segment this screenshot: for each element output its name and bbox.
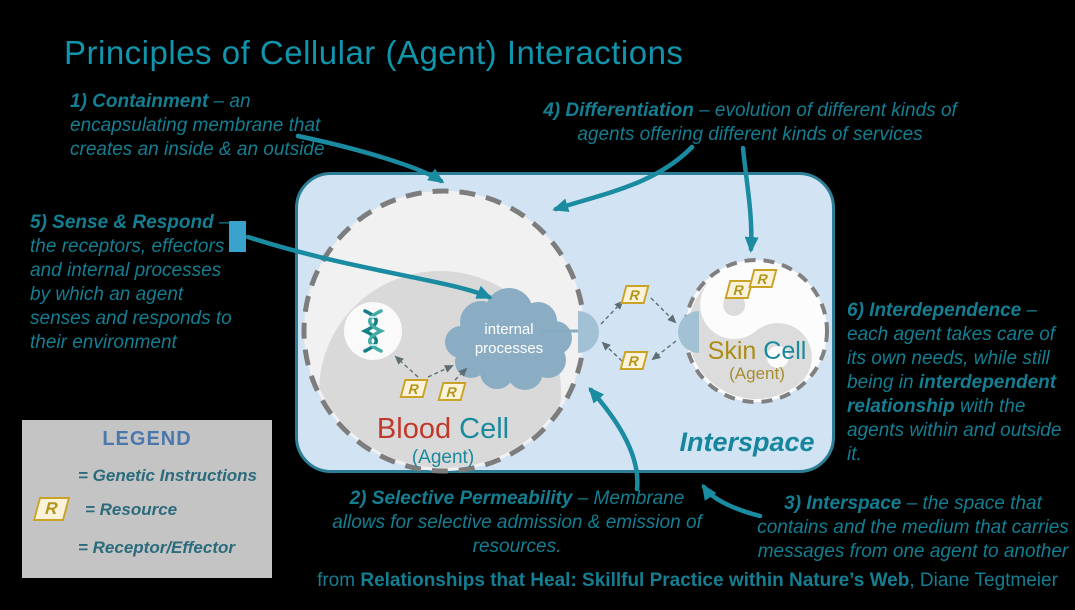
- annotation-interdependence-text1: – each agent takes care of its own needs…: [847, 300, 1056, 393]
- message-connectors: [394, 297, 677, 381]
- resource-badge: R: [619, 351, 649, 370]
- skin-cell-word: Cell: [756, 337, 807, 365]
- blood-word: Blood: [376, 413, 452, 445]
- interspace-label: Interspace: [679, 427, 815, 457]
- annotation-interdependence-lead: 6) Interdependence: [847, 300, 1022, 321]
- skin-cell-label: Skin Cell: [686, 337, 828, 366]
- skin-word: Skin: [707, 337, 757, 365]
- legend-title: LEGEND: [102, 428, 192, 450]
- annotation-interdependence-bold2: interdependent relationship: [847, 371, 1057, 417]
- sense-respond-marker-icon: [229, 221, 246, 252]
- internal-processes-label: internal processes: [459, 321, 559, 359]
- skin-cell: [683, 258, 829, 404]
- skin-membrane: [683, 258, 829, 404]
- skin-agent-label: (Agent): [729, 364, 785, 383]
- resource-badge: R: [437, 382, 467, 401]
- containment-arrow: [295, 133, 445, 184]
- annotation-selective-permeability: 2) Selective Permeability – Membrane all…: [327, 487, 707, 559]
- annotation-interdependence: 6) Interdependence – each agent takes ca…: [847, 299, 1073, 467]
- annotation-differentiation-lead: 4) Differentiation: [543, 100, 694, 121]
- legend-receptor-label: = Receptor/Effector: [78, 538, 235, 557]
- annotation-sense-respond-lead: 5) Sense & Respond: [30, 212, 214, 233]
- annotation-sense-respond: 5) Sense & Respond – the receptors, effe…: [30, 211, 245, 355]
- cloud-line2: processes: [474, 339, 544, 357]
- resource-badge: R: [620, 285, 650, 304]
- blood-receptor-icon: [578, 311, 599, 353]
- legend-resource-label: = Resource: [85, 500, 178, 519]
- attribution: from Relationships that Heal: Skillful P…: [300, 570, 1075, 592]
- annotation-containment-lead: 1) Containment: [70, 91, 209, 112]
- annotation-differentiation-text: – evolution of different kinds of agents…: [577, 100, 957, 145]
- sense-respond-arrow: [245, 234, 493, 300]
- annotation-containment: 1) Containment – an encapsulating membra…: [70, 90, 332, 162]
- annotation-interspace-text: – the space that contains and the medium…: [757, 493, 1069, 562]
- annotation-interspace: 3) Interspace – the space that contains …: [748, 492, 1075, 564]
- selective-permeability-arrow: [588, 386, 640, 492]
- blood-cell-word: Cell: [451, 413, 510, 445]
- differentiation-arrow-right: [740, 145, 759, 253]
- blood-agent-label: (Agent): [411, 447, 475, 468]
- attribution-prefix: from: [317, 570, 361, 591]
- annotation-sense-respond-text: – the receptors, effectors and internal …: [30, 212, 232, 353]
- annotation-selective-permeability-text: – Membrane allows for selective admissio…: [332, 488, 702, 557]
- annotation-containment-text: – an encapsulating membrane that creates…: [70, 91, 325, 160]
- annotation-interspace-lead: 3) Interspace: [784, 493, 902, 514]
- legend-genetic-label: = Genetic Instructions: [78, 466, 258, 485]
- page-title: Principles of Cellular (Agent) Interacti…: [64, 34, 684, 71]
- blood-cell-label: Blood Cell: [343, 413, 543, 446]
- cloud-line1: internal: [484, 321, 534, 338]
- interspace-arrow: [701, 483, 763, 519]
- annotation-interdependence-text2: with the agents within and outside it.: [847, 395, 1062, 465]
- legend-resource-icon: R: [32, 497, 71, 521]
- resource-badge: R: [399, 379, 429, 398]
- attribution-author: , Diane Tegtmeier: [909, 570, 1058, 591]
- attribution-book-title: Relationships that Heal: Skillful Practi…: [360, 570, 910, 591]
- resource-badge: R: [748, 269, 778, 288]
- skin-receptor-icon: [678, 311, 699, 353]
- annotation-differentiation: 4) Differentiation – evolution of differ…: [528, 99, 972, 147]
- annotation-selective-permeability-lead: 2) Selective Permeability: [349, 488, 573, 509]
- differentiation-arrow-left: [552, 144, 695, 212]
- yin-yang-icon: [688, 270, 812, 399]
- callout-arrows: [245, 133, 763, 519]
